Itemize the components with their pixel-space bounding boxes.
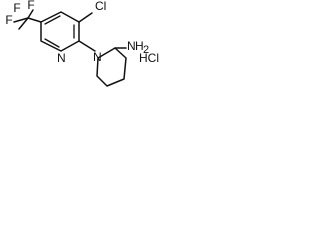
fluorine-label-top-right: F <box>27 0 34 12</box>
pyridine-to-piperidine-bond <box>78 40 96 52</box>
pyridine-ring <box>40 11 80 52</box>
chemical-structure-canvas: F F F Cl N N N H 2 HCl <box>0 0 165 98</box>
pyridine-nitrogen-label: N <box>57 51 66 65</box>
bond-layer <box>13 9 127 87</box>
amine-subscript-label: 2 <box>143 44 149 56</box>
cf3-bond-top-right <box>27 9 34 19</box>
piperidine-nitrogen-label: N <box>93 50 102 64</box>
fluorine-label-mid: F <box>5 13 12 27</box>
amine-hydrogen-label: H <box>135 39 144 53</box>
cf3-bond-top-left <box>18 17 29 30</box>
chlorine-bond <box>78 12 93 23</box>
label-layer: F F F Cl N N N H 2 HCl <box>5 0 159 65</box>
cf3-to-ring-bond <box>27 17 42 23</box>
hydrochloride-label: HCl <box>139 51 159 65</box>
pyridine-inner-bond-3 <box>44 38 60 48</box>
molecule-diagram: F F F Cl N N N H 2 HCl <box>5 0 159 87</box>
amine-nitrogen-label: N <box>127 39 136 53</box>
pyridine-inner-bond-1 <box>44 15 61 25</box>
fluorine-label-top-left: F <box>13 1 20 15</box>
chlorine-label: Cl <box>95 0 106 13</box>
cf3-bond-mid <box>13 17 29 23</box>
